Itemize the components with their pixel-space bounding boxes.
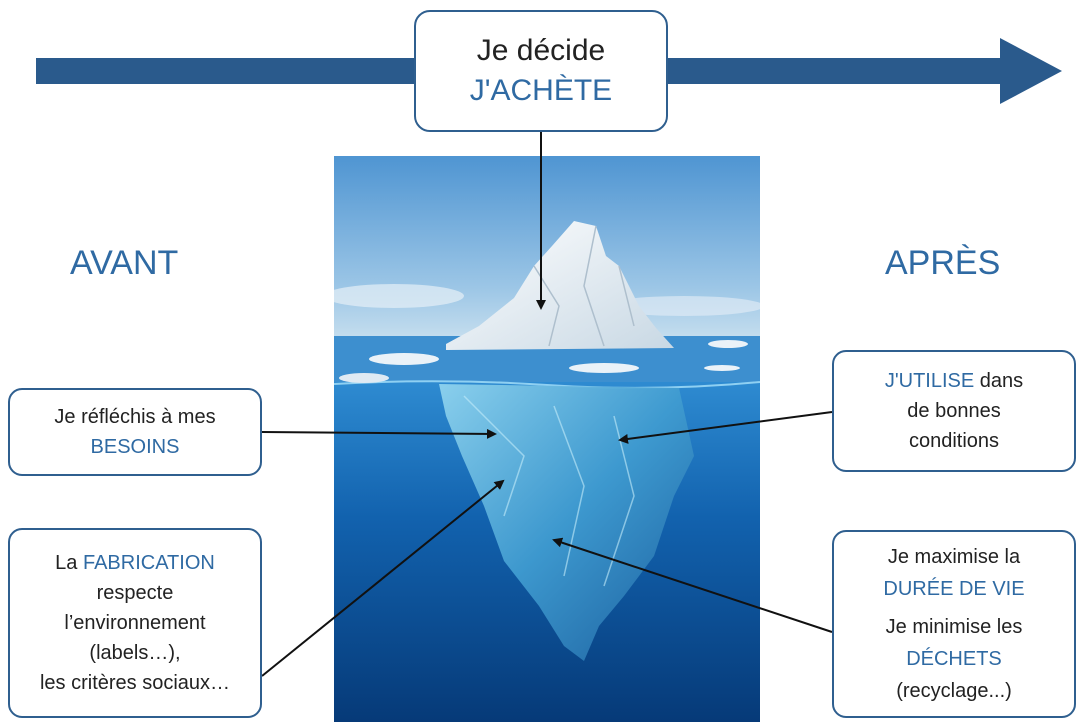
duree-highlight: DURÉE DE VIE (883, 578, 1025, 600)
utilise-highlight: J'UTILISE (884, 370, 975, 392)
utilise-line2: de bonnes (907, 400, 1001, 422)
utilise-line3: conditions (908, 430, 1000, 452)
apres-label: APRÈS (885, 244, 1001, 282)
iceberg-image (334, 156, 760, 722)
utilise-post: dans (979, 370, 1024, 392)
fabrication-line5: les critères sociaux… (39, 672, 231, 694)
besoins-line1: Je réfléchis à mes (54, 406, 216, 428)
fabrication-line1: La FABRICATION (55, 548, 215, 578)
duree-line1: Je maximise la (887, 546, 1021, 568)
besoins-highlight: BESOINS (90, 436, 180, 458)
decision-line1: Je décide (476, 34, 606, 67)
duree-line5: (recyclage...) (896, 680, 1012, 702)
decision-box: Je décide J'ACHÈTE (414, 10, 668, 132)
duree-line3: Je minimise les (885, 616, 1023, 638)
fabrication-pre: La (55, 552, 78, 574)
fabrication-highlight: FABRICATION (82, 552, 215, 574)
besoins-box: Je réfléchis à mes BESOINS (8, 388, 262, 476)
utilise-line1: J'UTILISE dans (885, 366, 1023, 396)
utilise-box: J'UTILISE dans de bonnes conditions (832, 350, 1076, 472)
avant-label: AVANT (70, 244, 179, 282)
fabrication-box: La FABRICATION respecte l’environnement … (8, 528, 262, 718)
duree-box: Je maximise la DURÉE DE VIE Je minimise … (832, 530, 1076, 718)
fabrication-line4: (labels…), (89, 642, 181, 664)
fabrication-line2: respecte (96, 582, 174, 604)
dechets-highlight: DÉCHETS (906, 648, 1002, 670)
fabrication-line3: l’environnement (64, 612, 206, 634)
decision-line2: J'ACHÈTE (469, 74, 613, 107)
